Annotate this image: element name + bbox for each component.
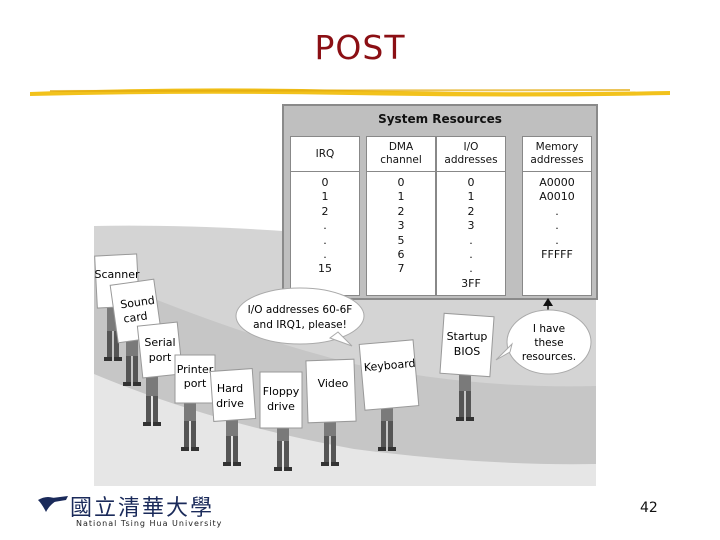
serial-port-label-2: port xyxy=(149,351,172,364)
memory-value: . xyxy=(555,219,559,233)
system-resources-panel: System Resources IRQ 0 1 2 . . . 15 DMA … xyxy=(282,104,598,300)
university-name-chinese: 國立清華大學 xyxy=(70,496,215,521)
io-value: . xyxy=(469,248,473,262)
reply-line-2: these xyxy=(534,337,563,349)
io-value: 0 xyxy=(467,176,475,189)
university-name-english: National Tsing Hua University xyxy=(76,519,223,528)
printer-port-label-2: port xyxy=(184,377,207,390)
irq-value: . xyxy=(323,233,327,247)
request-line-2: and IRQ1, please! xyxy=(253,319,347,331)
dma-value: 7 xyxy=(397,262,405,276)
sound-card-label-1: Sound xyxy=(119,294,155,312)
request-speech-bubble: I/O addresses 60-6F and IRQ1, please! xyxy=(235,287,365,347)
dma-value: 0 xyxy=(397,176,405,189)
floppy-drive-label-1: Floppy xyxy=(263,385,300,398)
irq-value: . xyxy=(323,219,327,233)
video-figure: Video xyxy=(305,358,357,466)
hard-drive-figure: Hard drive xyxy=(209,368,257,466)
dma-value: 1 xyxy=(397,190,405,204)
hard-drive-label-2: drive xyxy=(216,397,244,410)
reply-line-1: I have xyxy=(533,323,565,335)
irq-value: 15 xyxy=(318,262,332,276)
printer-port-figure: Printer port xyxy=(174,354,216,451)
io-value: 2 xyxy=(467,204,475,218)
video-label: Video xyxy=(318,377,349,390)
memory-value: . xyxy=(555,233,559,247)
memory-value: A0000 xyxy=(539,176,575,189)
irq-value: . xyxy=(323,248,327,262)
memory-value: A0010 xyxy=(539,190,575,204)
dma-value: 6 xyxy=(397,248,405,262)
serial-port-label-1: Serial xyxy=(144,336,175,349)
io-value: . xyxy=(469,233,473,247)
printer-port-label-1: Printer xyxy=(177,363,214,376)
memory-value: FFFFF xyxy=(541,248,573,262)
dma-value: 2 xyxy=(397,204,405,218)
slide-title: POST xyxy=(314,28,406,67)
io-value: 3 xyxy=(467,219,475,233)
panel-title: System Resources xyxy=(378,112,502,126)
io-value: 3FF xyxy=(461,276,481,290)
irq-value: 1 xyxy=(321,190,329,204)
title-underline-brush xyxy=(30,88,670,97)
io-value: 1 xyxy=(467,190,475,204)
dma-column: DMA channel 0 1 2 3 5 6 7 xyxy=(366,136,436,296)
dma-value: 3 xyxy=(397,219,405,233)
startup-bios-label-1: Startup xyxy=(447,330,488,343)
reply-line-3: resources. xyxy=(522,351,576,363)
page-number: 42 xyxy=(640,500,658,516)
startup-bios-label-2: BIOS xyxy=(454,345,480,358)
keyboard-label: Keyboard xyxy=(363,357,416,374)
startup-bios-figure: Startup BIOS xyxy=(439,312,495,421)
io-column: I/O addresses 0 1 2 3 . . . 3FF xyxy=(436,136,506,296)
sound-card-label-2: card xyxy=(123,309,149,325)
irq-value: 0 xyxy=(321,176,329,189)
memory-value: . xyxy=(555,204,559,218)
dma-header: DMA channel xyxy=(367,137,435,172)
serial-port-figure: Serial port xyxy=(136,321,184,426)
floppy-drive-label-2: drive xyxy=(267,400,295,413)
scanner-label: Scanner xyxy=(94,268,139,281)
reply-speech-bubble: I have these resources. xyxy=(495,309,592,375)
hard-drive-label-1: Hard xyxy=(217,382,243,395)
dma-value: 5 xyxy=(397,233,405,247)
keyboard-figure: Keyboard xyxy=(358,339,420,451)
memory-header: Memory addresses xyxy=(523,137,591,172)
university-logo-icon xyxy=(38,496,68,512)
io-value: . xyxy=(469,262,473,276)
irq-header: IRQ xyxy=(291,137,359,172)
floppy-drive-figure: Floppy drive xyxy=(259,371,303,471)
request-line-1: I/O addresses 60-6F xyxy=(248,304,353,316)
irq-value: 2 xyxy=(321,204,329,218)
memory-column: Memory addresses A0000 A0010 . . . FFFFF xyxy=(522,136,592,296)
io-header: I/O addresses xyxy=(437,137,505,172)
